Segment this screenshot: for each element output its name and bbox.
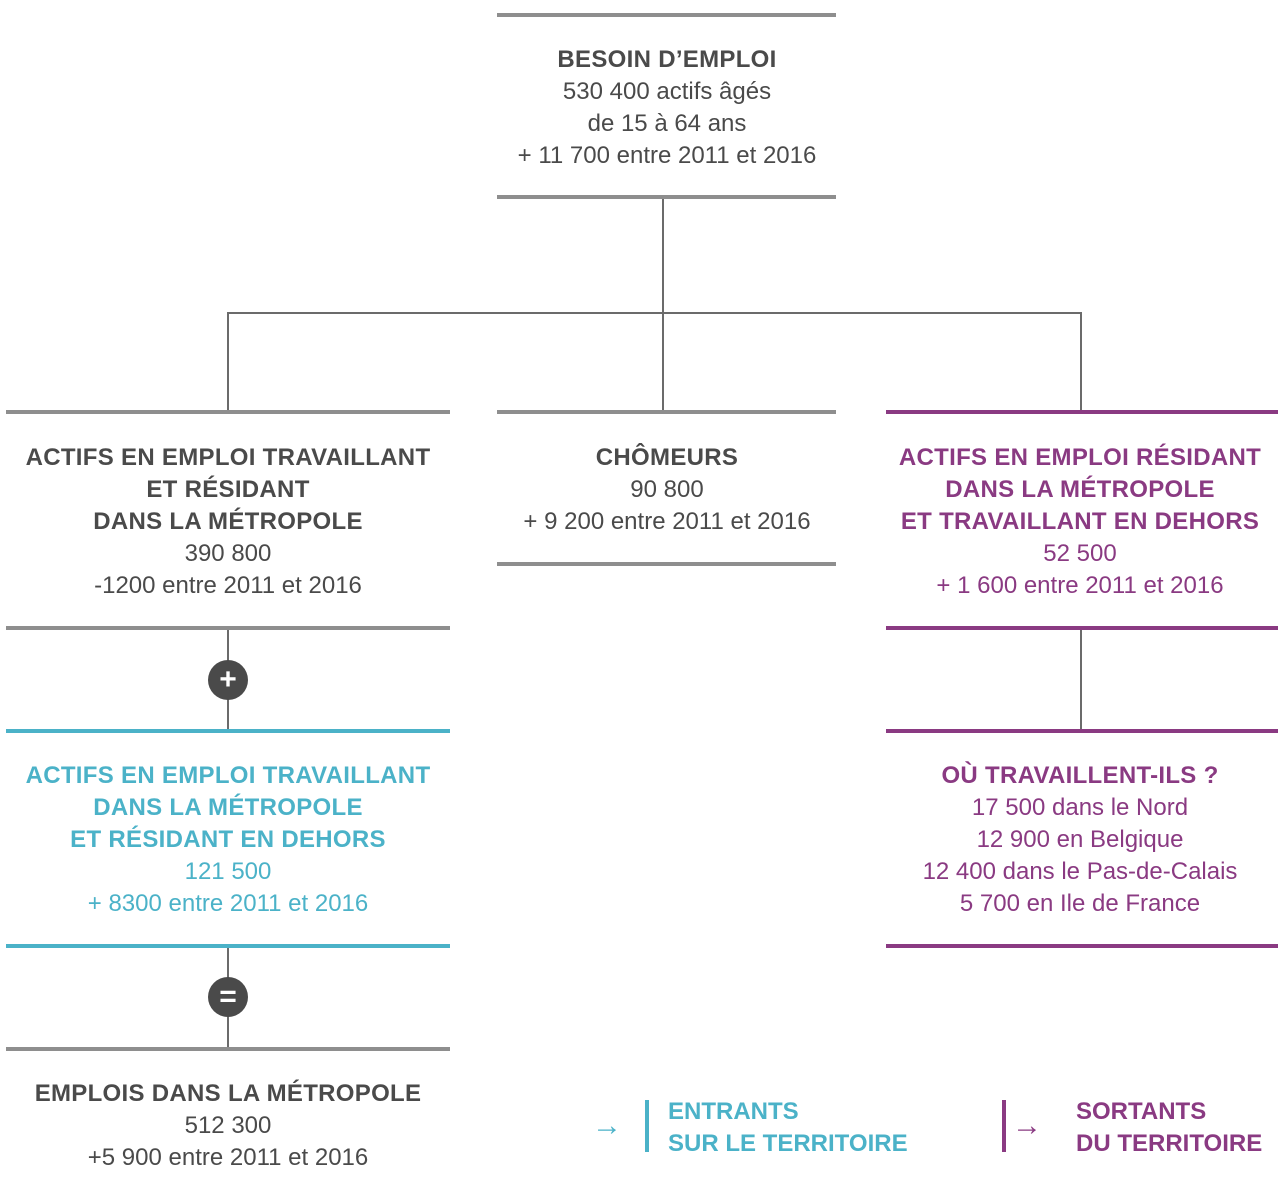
besoin-line: de 15 à 64 ans	[587, 110, 747, 137]
actifs-residant-title: ET RÉSIDANT	[146, 476, 310, 503]
besoin-line: 530 400 actifs âgés	[562, 78, 772, 105]
chomeurs-top-rule	[497, 410, 836, 414]
legend-sortants-label: DU TERRITOIRE	[1076, 1130, 1263, 1157]
connector-sortants-ou	[1080, 630, 1082, 730]
emplois-box: EMPLOIS DANS LA MÉTROPOLE 512 300 +5 900…	[0, 1078, 456, 1174]
besoin-line: + 11 700 entre 2011 et 2016	[517, 142, 817, 169]
besoin-bottom-rule	[497, 195, 836, 199]
legend-entrants-label: SUR LE TERRITOIRE	[668, 1130, 908, 1157]
legend-sortants-bar	[1002, 1100, 1006, 1152]
sortants-bottom-rule	[886, 626, 1278, 630]
sortants-top-rule	[886, 410, 1278, 414]
besoin-box: BESOIN D’EMPLOI 530 400 actifs âgés de 1…	[467, 44, 867, 172]
emplois-top-rule	[6, 1047, 450, 1051]
emplois-title: EMPLOIS DANS LA MÉTROPOLE	[34, 1080, 422, 1107]
sortants-title: ET TRAVAILLANT EN DEHORS	[900, 508, 1260, 535]
chomeurs-title: CHÔMEURS	[595, 444, 739, 471]
entrants-change: + 8300 entre 2011 et 2016	[87, 890, 369, 917]
legend-entrants-label: ENTRANTS	[668, 1098, 799, 1125]
arrow-right-icon: →	[1012, 1109, 1042, 1142]
actifs-residant-title: ACTIFS EN EMPLOI TRAVAILLANT	[25, 444, 431, 471]
chomeurs-bottom-rule	[497, 562, 836, 566]
actifs-residant-bottom-rule	[6, 626, 450, 630]
actifs-residant-value: 390 800	[184, 540, 272, 567]
besoin-title: BESOIN D’EMPLOI	[557, 46, 777, 73]
ou-line: 12 400 dans le Pas-de-Calais	[922, 858, 1238, 885]
chomeurs-box: CHÔMEURS 90 800 + 9 200 entre 2011 et 20…	[467, 442, 867, 538]
legend-sortants-label: SORTANTS	[1076, 1098, 1207, 1125]
chomeurs-change: + 9 200 entre 2011 et 2016	[523, 508, 811, 535]
entrants-bottom-rule	[6, 944, 450, 948]
sortants-title: DANS LA MÉTROPOLE	[945, 476, 1215, 503]
ou-line: 12 900 en Belgique	[976, 826, 1184, 853]
entrants-value: 121 500	[184, 858, 272, 885]
entrants-title: DANS LA MÉTROPOLE	[93, 794, 363, 821]
connector-right-down	[1080, 312, 1082, 410]
plus-icon: +	[208, 660, 248, 700]
actifs-residant-box: ACTIFS EN EMPLOI TRAVAILLANT ET RÉSIDANT…	[0, 442, 456, 602]
ou-bottom-rule	[886, 944, 1278, 948]
actifs-residant-title: DANS LA MÉTROPOLE	[93, 508, 363, 535]
entrants-title: ET RÉSIDANT EN DEHORS	[70, 826, 386, 853]
actifs-residant-change: -1200 entre 2011 et 2016	[94, 572, 362, 599]
entrants-title: ACTIFS EN EMPLOI TRAVAILLANT	[25, 762, 431, 789]
chomeurs-value: 90 800	[630, 476, 704, 503]
ou-line: 5 700 en Ile de France	[959, 890, 1201, 917]
legend-sortants: SORTANTS DU TERRITOIRE	[1076, 1096, 1262, 1160]
emplois-change: +5 900 entre 2011 et 2016	[87, 1144, 369, 1171]
entrants-top-rule	[6, 729, 450, 733]
legend-entrants: ENTRANTS SUR LE TERRITOIRE	[668, 1096, 908, 1160]
connector-besoin-down	[662, 199, 664, 410]
sortants-box: ACTIFS EN EMPLOI RÉSIDANT DANS LA MÉTROP…	[870, 442, 1278, 602]
actifs-residant-top-rule	[6, 410, 450, 414]
legend-entrants-bar	[645, 1100, 649, 1152]
sortants-value: 52 500	[1043, 540, 1117, 567]
ou-box: OÙ TRAVAILLENT-ILS ? 17 500 dans le Nord…	[870, 760, 1278, 920]
connector-left-down	[227, 312, 229, 410]
arrow-right-icon: →	[592, 1109, 622, 1142]
besoin-top-rule	[497, 13, 836, 17]
ou-title: OÙ TRAVAILLENT-ILS ?	[941, 762, 1219, 789]
equals-icon: =	[208, 977, 248, 1017]
ou-top-rule	[886, 729, 1278, 733]
entrants-box: ACTIFS EN EMPLOI TRAVAILLANT DANS LA MÉT…	[0, 760, 456, 920]
sortants-title: ACTIFS EN EMPLOI RÉSIDANT	[898, 444, 1262, 471]
ou-line: 17 500 dans le Nord	[971, 794, 1189, 821]
connector-horizontal	[227, 312, 1082, 314]
emplois-value: 512 300	[184, 1112, 272, 1139]
sortants-change: + 1 600 entre 2011 et 2016	[936, 572, 1224, 599]
